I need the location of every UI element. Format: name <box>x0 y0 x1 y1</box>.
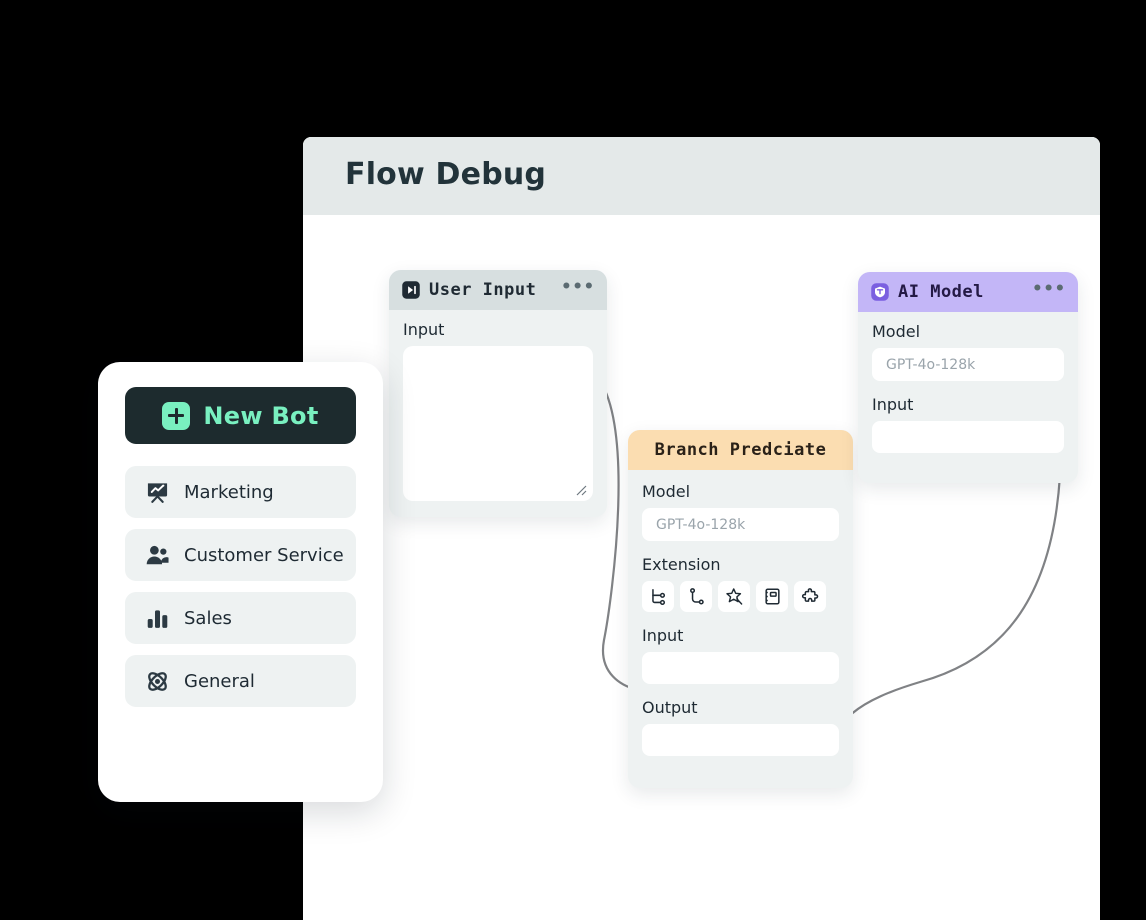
ai-model-input-label: Input <box>872 395 914 414</box>
node-ai-model-menu-icon[interactable]: ••• <box>1032 279 1066 299</box>
node-user-input-menu-icon[interactable]: ••• <box>561 277 595 297</box>
sidebar-item-general[interactable]: General <box>125 655 356 707</box>
ai-model-model-input[interactable]: GPT-4o-128k <box>872 348 1064 381</box>
branch-model-label: Model <box>642 482 691 501</box>
shield-bot-icon <box>871 283 889 301</box>
sidebar-item-marketing[interactable]: Marketing <box>125 466 356 518</box>
sidebar-item-label: Sales <box>184 607 232 629</box>
git-branch-icon <box>651 589 665 606</box>
branch-extension-label: Extension <box>642 555 721 574</box>
sparkle-icon-button[interactable] <box>718 581 750 612</box>
node-branch-title: Branch Predciate <box>654 440 827 460</box>
node-branch-body: Model GPT-4o-128k Extension <box>628 470 853 788</box>
node-ai-model-title: AI Model <box>898 282 984 302</box>
atom-icon <box>148 671 167 691</box>
node-user-input-body: Input <box>389 310 607 517</box>
puzzle-piece-icon-button[interactable] <box>794 581 826 612</box>
branch-model-input[interactable]: GPT-4o-128k <box>642 508 839 541</box>
ai-model-input-field[interactable] <box>872 421 1064 453</box>
new-bot-label: New Bot <box>203 401 319 430</box>
input-arrow-icon <box>402 281 420 299</box>
new-bot-button[interactable]: New Bot <box>125 387 356 444</box>
sidebar-item-sales[interactable]: Sales <box>125 592 356 644</box>
user-input-field-label: Input <box>403 320 445 339</box>
node-branch-predicate[interactable]: Branch Predciate Model GPT-4o-128k Exten… <box>628 430 853 788</box>
puzzle-piece-icon <box>801 588 818 602</box>
git-branch-icon-button[interactable] <box>642 581 674 612</box>
resize-grip-icon[interactable] <box>573 482 587 496</box>
node-user-input-header[interactable]: User Input ••• <box>389 270 607 310</box>
branch-output-label: Output <box>642 698 698 717</box>
users-icon <box>146 545 169 564</box>
sidebar-item-label: Marketing <box>184 481 274 503</box>
branch-extension-row <box>642 581 839 612</box>
sparkle-icon <box>725 588 742 605</box>
branch-input-label: Input <box>642 626 684 645</box>
sidebar-item-label: Customer Service <box>184 544 344 566</box>
sidebar-item-customer-service[interactable]: Customer Service <box>125 529 356 581</box>
node-ai-model-body: Model GPT-4o-128k Input <box>858 312 1078 483</box>
subtask-branch-icon-button[interactable] <box>680 581 712 612</box>
ai-model-model-label: Model <box>872 322 921 341</box>
node-ai-model-header[interactable]: AI Model ••• <box>858 272 1078 312</box>
bot-list-card: New Bot Marketing Customer Service <box>98 362 383 802</box>
notebook-icon <box>764 588 780 605</box>
plus-icon <box>162 401 191 430</box>
node-user-input-title: User Input <box>429 280 537 300</box>
notebook-icon-button[interactable] <box>756 581 788 612</box>
branch-output-field[interactable] <box>642 724 839 756</box>
user-input-textarea[interactable] <box>403 346 593 501</box>
flow-header-bar <box>303 137 1100 215</box>
node-branch-header[interactable]: Branch Predciate <box>628 430 853 470</box>
branch-input-field[interactable] <box>642 652 839 684</box>
sidebar-item-label: General <box>184 670 255 692</box>
bar-chart-icon <box>147 609 168 628</box>
page-title: Flow Debug <box>345 157 547 192</box>
presentation-chart-icon <box>147 482 168 503</box>
subtask-branch-icon <box>689 588 704 605</box>
node-user-input[interactable]: User Input ••• Input <box>389 270 607 517</box>
node-ai-model[interactable]: AI Model ••• Model GPT-4o-128k Input <box>858 272 1078 483</box>
